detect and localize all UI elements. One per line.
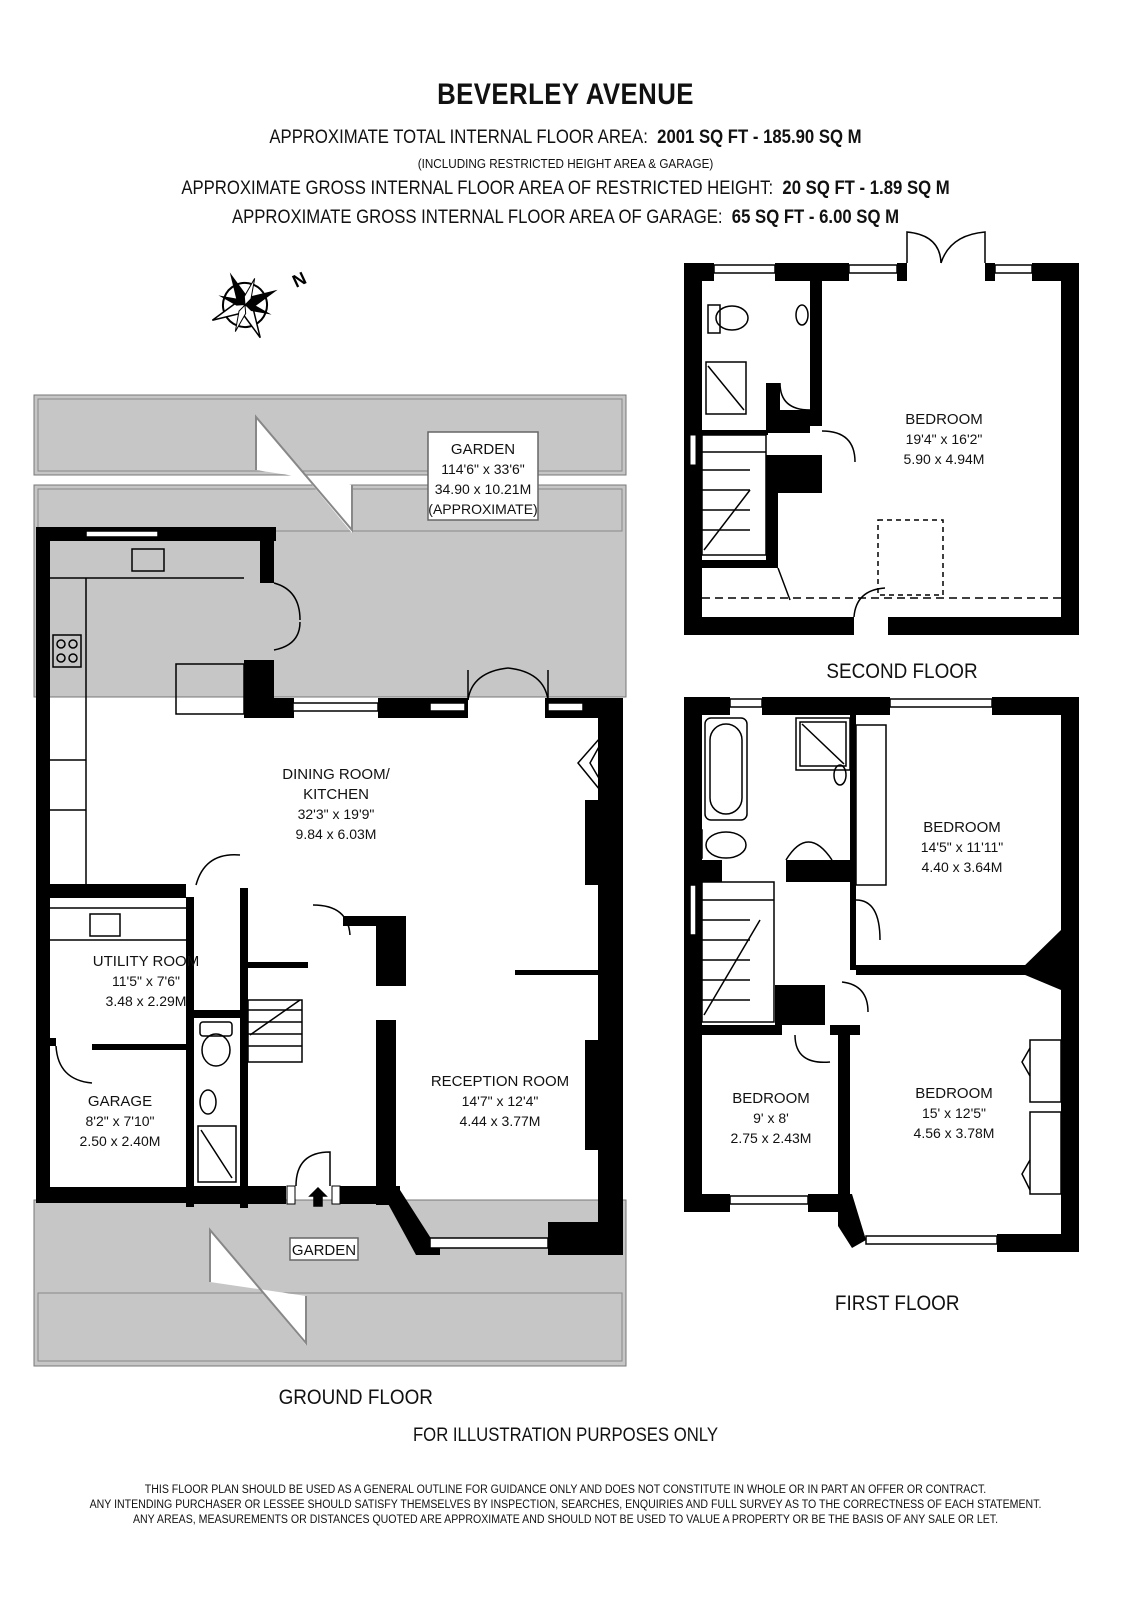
first-bedroom-a-imperial: 14'5" x 11'11" <box>921 839 1004 855</box>
first-bedroom-c-metric: 4.56 x 3.78M <box>914 1125 995 1141</box>
rear-garden-name: GARDEN <box>451 441 515 458</box>
first-floor-walls <box>684 697 1079 1252</box>
rear-garden-metric: 34.90 x 10.21M <box>435 481 532 497</box>
total-area-note: (INCLUDING RESTRICTED HEIGHT AREA & GARA… <box>417 156 714 171</box>
ground-floor-label: GROUND FLOOR <box>278 1386 433 1409</box>
disclaimer: THIS FLOOR PLAN SHOULD BE USED AS A GENE… <box>0 1483 1131 1528</box>
dining-kitchen-imperial: 32'3" x 19'9" <box>298 806 375 822</box>
total-area-line: APPROXIMATE TOTAL INTERNAL FLOOR AREA: 2… <box>68 127 1063 149</box>
first-bedroom-c-name: BEDROOM <box>915 1085 993 1102</box>
garage-name: GARAGE <box>88 1093 152 1110</box>
reception-room-name: RECEPTION ROOM <box>431 1073 569 1090</box>
rear-garden-note: (APPROXIMATE) <box>428 501 537 517</box>
rear-garden-imperial: 114'6" x 33'6" <box>441 461 525 477</box>
utility-room-name: UTILITY ROOM <box>93 953 199 970</box>
first-floor-room-labels: BEDROOM 14'5" x 11'11" 4.40 x 3.64M BEDR… <box>731 819 1004 1146</box>
rear-garden <box>33 394 627 698</box>
second-floor-label: SECOND FLOOR <box>826 660 978 683</box>
compass-north-label: N <box>289 268 309 292</box>
ground-room-labels: GARDEN 114'6" x 33'6" 34.90 x 10.21M (AP… <box>80 441 570 1259</box>
restricted-area-value: 20 SQ FT - 1.89 SQ M <box>782 178 950 199</box>
disclaimer-line: ANY AREAS, MEASUREMENTS OR DISTANCES QUO… <box>132 1514 999 1526</box>
illustration-note: FOR ILLUSTRATION PURPOSES ONLY <box>412 1425 719 1446</box>
second-bedroom-metric: 5.90 x 4.94M <box>904 451 985 467</box>
front-garden-name: GARDEN <box>292 1242 356 1259</box>
first-floor-fixtures <box>687 698 1062 1245</box>
garage-metric: 2.50 x 2.40M <box>80 1133 161 1149</box>
first-floor-label: FIRST FLOOR <box>834 1292 960 1315</box>
total-area-label: APPROXIMATE TOTAL INTERNAL FLOOR AREA: <box>269 127 648 148</box>
second-floor-room-labels: BEDROOM 19'4" x 16'2" 5.90 x 4.94M <box>904 411 985 467</box>
dining-kitchen-name-1: DINING ROOM/ <box>282 766 390 783</box>
utility-room-imperial: 11'5" x 7'6" <box>112 973 180 989</box>
first-bedroom-b-name: BEDROOM <box>732 1090 810 1107</box>
restricted-area-line: APPROXIMATE GROSS INTERNAL FLOOR AREA OF… <box>68 178 1063 200</box>
second-bedroom-imperial: 19'4" x 16'2" <box>906 431 983 447</box>
compass-rose-icon <box>211 272 278 339</box>
garage-area-value: 65 SQ FT - 6.00 SQ M <box>731 207 900 228</box>
plan-title: BEVERLEY AVENUE <box>437 78 694 111</box>
second-floor-walls <box>684 263 1079 635</box>
ground-floor-fixtures <box>50 530 601 1249</box>
front-garden <box>33 1199 627 1367</box>
reception-room-metric: 4.44 x 3.77M <box>460 1113 541 1129</box>
first-bedroom-b-metric: 2.75 x 2.43M <box>731 1130 812 1146</box>
restricted-area-label: APPROXIMATE GROSS INTERNAL FLOOR AREA OF… <box>181 178 774 199</box>
disclaimer-line: ANY INTENDING PURCHASER OR LESSEE SHOULD… <box>89 1499 1042 1511</box>
disclaimer-line: THIS FLOOR PLAN SHOULD BE USED AS A GENE… <box>144 1484 987 1496</box>
second-bedroom-name: BEDROOM <box>905 411 983 428</box>
reception-room-imperial: 14'7" x 12'4" <box>462 1093 539 1109</box>
first-bedroom-a-metric: 4.40 x 3.64M <box>922 859 1003 875</box>
first-bedroom-b-imperial: 9' x 8' <box>753 1110 789 1126</box>
ground-floor-walls <box>36 527 623 1255</box>
utility-room-metric: 3.48 x 2.29M <box>106 993 187 1009</box>
dining-kitchen-metric: 9.84 x 6.03M <box>296 826 377 842</box>
first-bedroom-a-name: BEDROOM <box>923 819 1001 836</box>
total-area-value: 2001 SQ FT - 185.90 SQ M <box>657 127 862 148</box>
garage-area-line: APPROXIMATE GROSS INTERNAL FLOOR AREA OF… <box>68 207 1063 229</box>
second-floor-fixtures <box>701 231 1061 618</box>
garage-area-label: APPROXIMATE GROSS INTERNAL FLOOR AREA OF… <box>231 207 723 228</box>
dining-kitchen-name-2: KITCHEN <box>303 786 369 803</box>
first-bedroom-c-imperial: 15' x 12'5" <box>922 1105 986 1121</box>
garage-imperial: 8'2" x 7'10" <box>86 1113 155 1129</box>
